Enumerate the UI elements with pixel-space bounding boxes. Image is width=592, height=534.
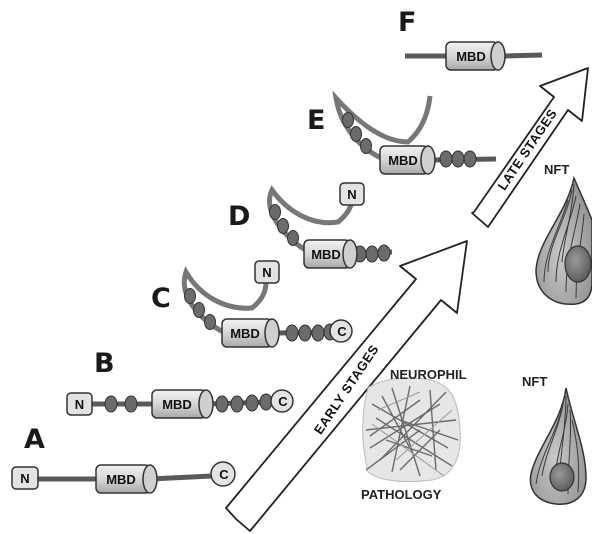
n-terminal-label: N <box>20 471 29 486</box>
mbd-label: MBD <box>311 247 341 262</box>
n-terminal-box: N <box>255 261 279 283</box>
c-terminal-circle: C <box>211 462 235 486</box>
late-stages-label: LATE STAGES <box>495 106 560 193</box>
stage-label-f: F <box>398 7 416 38</box>
mbd-label: MBD <box>162 397 192 412</box>
stage-c-molecule: N MBD C <box>184 261 352 347</box>
stage-d-molecule: N MBD <box>270 183 393 268</box>
mbd-cylinder: MBD <box>380 146 435 174</box>
nft-neuron-lower: NFT <box>522 374 586 504</box>
stage-e-molecule: MBD <box>336 96 496 174</box>
mbd-cylinder: MBD <box>222 319 279 347</box>
n-terminal-box: N <box>340 183 364 205</box>
n-terminal-box: N <box>67 393 92 415</box>
stage-label-d: D <box>228 201 250 232</box>
mbd-label: MBD <box>230 326 260 341</box>
c-terminal-label: C <box>337 324 347 339</box>
stage-label-a: A <box>24 424 45 455</box>
nft-neuron-upper: NFT <box>536 162 592 304</box>
nft-label-lower: NFT <box>522 374 547 389</box>
stage-a-molecule: N MBD C <box>12 462 235 493</box>
c-terminal-label: C <box>219 467 229 482</box>
stage-b-molecule: N MBD C <box>67 390 293 418</box>
n-terminal-label: N <box>347 187 356 202</box>
stage-label-e: E <box>307 105 325 136</box>
mbd-cylinder: MBD <box>152 390 213 418</box>
nft-label-upper: NFT <box>544 162 569 177</box>
c-terminal-circle: C <box>330 320 352 342</box>
stage-label-c: C <box>151 283 171 314</box>
mbd-label: MBD <box>456 49 486 64</box>
mbd-label: MBD <box>388 153 418 168</box>
n-terminal-box: N <box>12 467 38 489</box>
n-terminal-label: N <box>262 265 271 280</box>
neuropil-label: NEUROPHIL <box>390 367 467 382</box>
mbd-cylinder: MBD <box>446 42 505 70</box>
n-terminal-label: N <box>75 397 84 412</box>
mbd-cylinder: MBD <box>96 465 157 493</box>
mbd-label: MBD <box>106 472 136 487</box>
stage-label-b: B <box>94 348 115 379</box>
c-terminal-label: C <box>278 394 288 409</box>
mbd-cylinder: MBD <box>304 240 357 268</box>
pathology-label: PATHOLOGY <box>361 487 442 502</box>
neuropil-threads-panel: NEUROPHIL PATHOLOGY <box>361 367 467 502</box>
c-terminal-circle: C <box>271 390 293 412</box>
stage-f-molecule: MBD <box>405 42 542 70</box>
